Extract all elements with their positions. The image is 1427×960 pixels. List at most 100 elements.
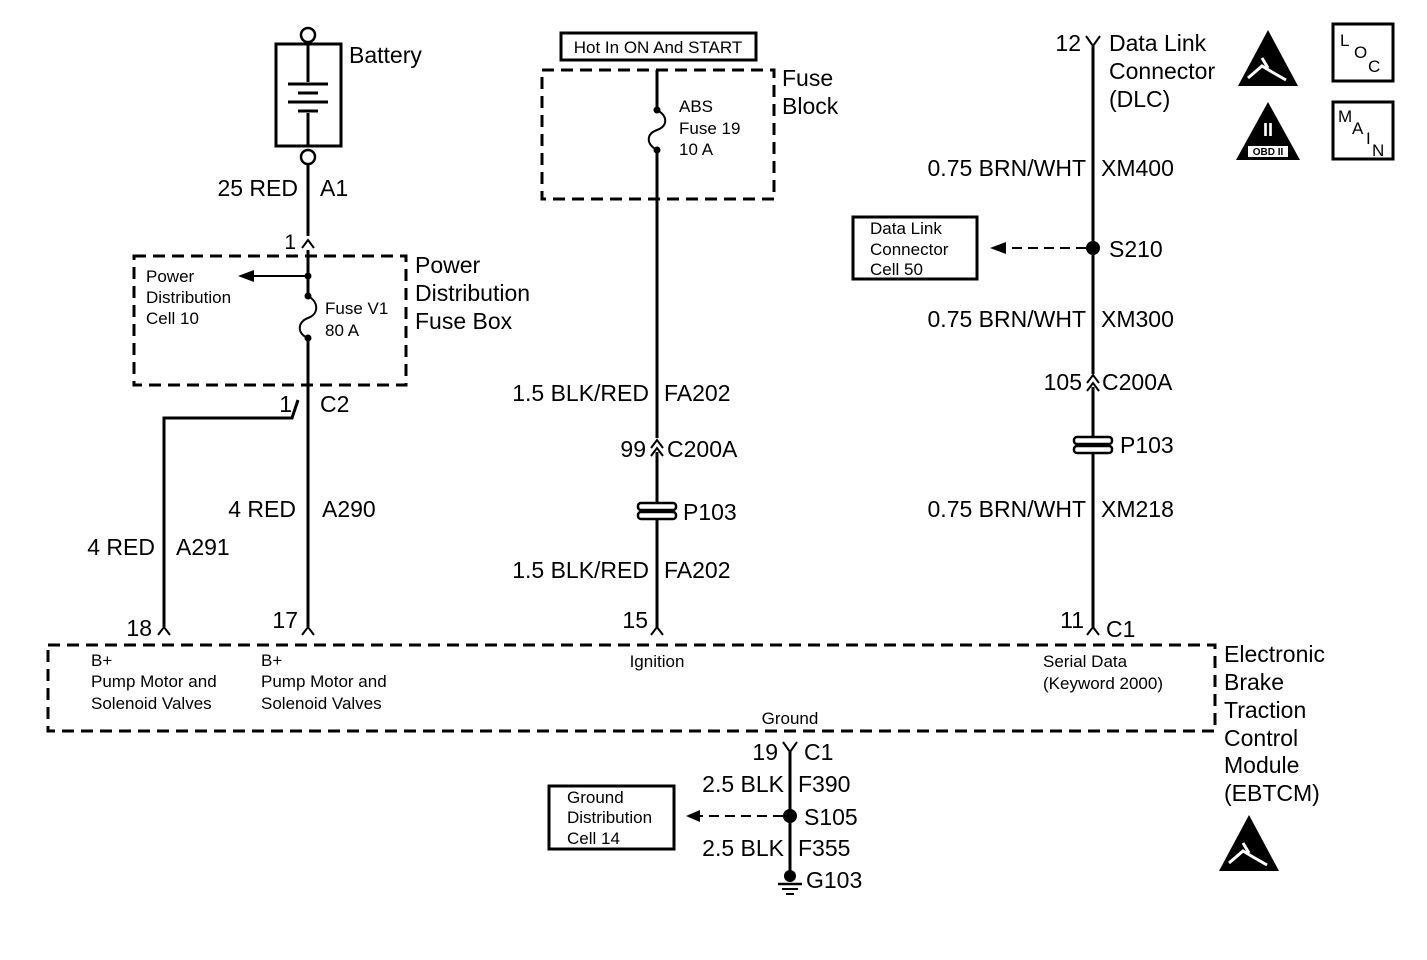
wire-a291 (162, 399, 300, 627)
c200a-data-name: C200A (1102, 369, 1173, 395)
dlc-ref-line-2: Connector (870, 240, 949, 259)
main-letter-n: N (1372, 141, 1384, 160)
module-connector-c1: C1 (1106, 616, 1135, 642)
main-letter-a: A (1352, 119, 1364, 138)
pdfb-title-line-3: Fuse Box (415, 308, 513, 334)
fuse-v1-rating: 80 A (325, 321, 360, 340)
ebtcm-title-1: Electronic (1224, 641, 1325, 667)
loc-letter-c: C (1368, 57, 1380, 76)
fa202-top-circuit: FA202 (664, 380, 731, 406)
f355-color: 2.5 BLK (702, 835, 784, 861)
c200a-ign-chevron (650, 438, 664, 457)
c200a-ign-name: C200A (667, 436, 738, 462)
abs-fuse-line-1: ABS (679, 97, 713, 116)
fuse-v1-label: Fuse V1 (325, 299, 388, 318)
f355-circuit: F355 (798, 835, 850, 861)
s210-splice (1086, 241, 1100, 255)
obd-ii-icon: II OBD II (1236, 102, 1300, 160)
a291-circuit: A291 (176, 534, 230, 560)
fuse-block-title-1: Fuse (782, 65, 833, 91)
f390-color: 2.5 BLK (702, 771, 784, 797)
ground-pin: 19 (752, 739, 778, 765)
ground-connector: C1 (804, 739, 833, 765)
pdfb-title-line-2: Distribution (415, 280, 530, 306)
xm400-circuit: XM400 (1101, 155, 1174, 181)
ebtcm-title-4: Control (1224, 725, 1298, 751)
ground-label: Ground (762, 709, 819, 728)
hot-in-label-box (559, 31, 758, 62)
ground-ref-box[interactable] (547, 784, 676, 851)
ground-ref-line-3: Cell 14 (567, 829, 620, 848)
p103-ign-label: P103 (683, 499, 737, 525)
power-distribution-fuse-box (132, 254, 408, 387)
ground-ref-line-2: Distribution (567, 808, 652, 827)
c200a-data-chevron (1086, 373, 1100, 392)
arrow-left-icon (686, 810, 700, 822)
a291-color: 4 RED (87, 534, 155, 560)
b-plus-2: B+ (261, 651, 282, 670)
pump-1-line-1: Pump Motor and (91, 672, 217, 691)
s105-splice (783, 809, 797, 823)
xm300-circuit: XM300 (1101, 306, 1174, 332)
s105-label: S105 (804, 804, 858, 830)
ebtcm-title-3: Traction (1224, 697, 1306, 723)
dlc-title-1: Data Link (1109, 30, 1207, 56)
obd-label: OBD II (1253, 147, 1284, 158)
pdfb-title-line-1: Power (415, 252, 481, 278)
p103-ign-symbol (636, 501, 678, 521)
pdfb-ref-line-3: Cell 10 (146, 309, 199, 328)
dlc-connector-chevron (1085, 35, 1101, 48)
c200a-ign-pin: 99 (620, 436, 646, 462)
f390-circuit: F390 (798, 771, 850, 797)
main-letter-i: I (1366, 129, 1371, 148)
pdfb-pin: 1 (284, 231, 296, 254)
s210-label: S210 (1109, 236, 1163, 262)
a290-circuit: A290 (322, 496, 376, 522)
arrow-left-icon (238, 270, 254, 282)
serial-data-line-2: (Keyword 2000) (1043, 674, 1163, 693)
ebtcm-title-5: Module (1224, 752, 1299, 778)
dlc-ref-box[interactable] (851, 215, 979, 281)
main-icon[interactable]: M A I N (1331, 100, 1395, 161)
fa202-bottom-circuit: FA202 (664, 557, 731, 583)
ground-symbol-icon (778, 870, 802, 895)
pump-1-line-2: Solenoid Valves (91, 694, 212, 713)
battery-wire-color: 25 RED (217, 175, 298, 201)
abs-fuse-line-3: 10 A (679, 140, 714, 159)
b-plus-1: B+ (91, 651, 112, 670)
xm300-color: 0.75 BRN/WHT (928, 306, 1086, 332)
xm400-color: 0.75 BRN/WHT (928, 155, 1086, 181)
ebtcm-title-2: Brake (1224, 669, 1284, 695)
abs-fuse-line-2: Fuse 19 (679, 119, 740, 138)
loc-letter-o: O (1354, 43, 1367, 62)
c200a-data-pin: 105 (1044, 369, 1082, 395)
pump-2-line-2: Solenoid Valves (261, 694, 382, 713)
loc-letter-l: L (1340, 31, 1349, 50)
ignition-label: Ignition (630, 652, 685, 671)
dlc-title-3: (DLC) (1109, 86, 1170, 112)
connector-chevron (301, 238, 315, 249)
hot-in-label: Hot In ON And START (574, 38, 743, 57)
dlc-pin: 12 (1055, 30, 1081, 56)
p103-data-label: P103 (1120, 432, 1174, 458)
ground-connector-chevron (782, 741, 798, 754)
serial-data-line-1: Serial Data (1043, 652, 1128, 671)
ebtcm-title-6: (EBTCM) (1224, 780, 1320, 806)
battery-wire-circuit: A1 (320, 175, 348, 201)
module-pin-chevrons (157, 625, 1100, 636)
dlc-title-2: Connector (1109, 58, 1215, 84)
xm218-color: 0.75 BRN/WHT (928, 496, 1086, 522)
pdfb-ref-line-2: Distribution (146, 288, 231, 307)
p103-data-symbol (1072, 435, 1114, 455)
fa202-top-color: 1.5 BLK/RED (512, 380, 649, 406)
fuse-v1-symbol (298, 292, 318, 342)
fa202-bottom-color: 1.5 BLK/RED (512, 557, 649, 583)
battery-label: Battery (349, 42, 422, 68)
xm218-circuit: XM218 (1101, 496, 1174, 522)
loc-icon[interactable]: L O C (1331, 22, 1395, 83)
abs-fuse-symbol (647, 106, 667, 154)
c2-connector: C2 (320, 391, 349, 417)
module-pin-18: 18 (126, 615, 152, 641)
pump-2-line-1: Pump Motor and (261, 672, 387, 691)
